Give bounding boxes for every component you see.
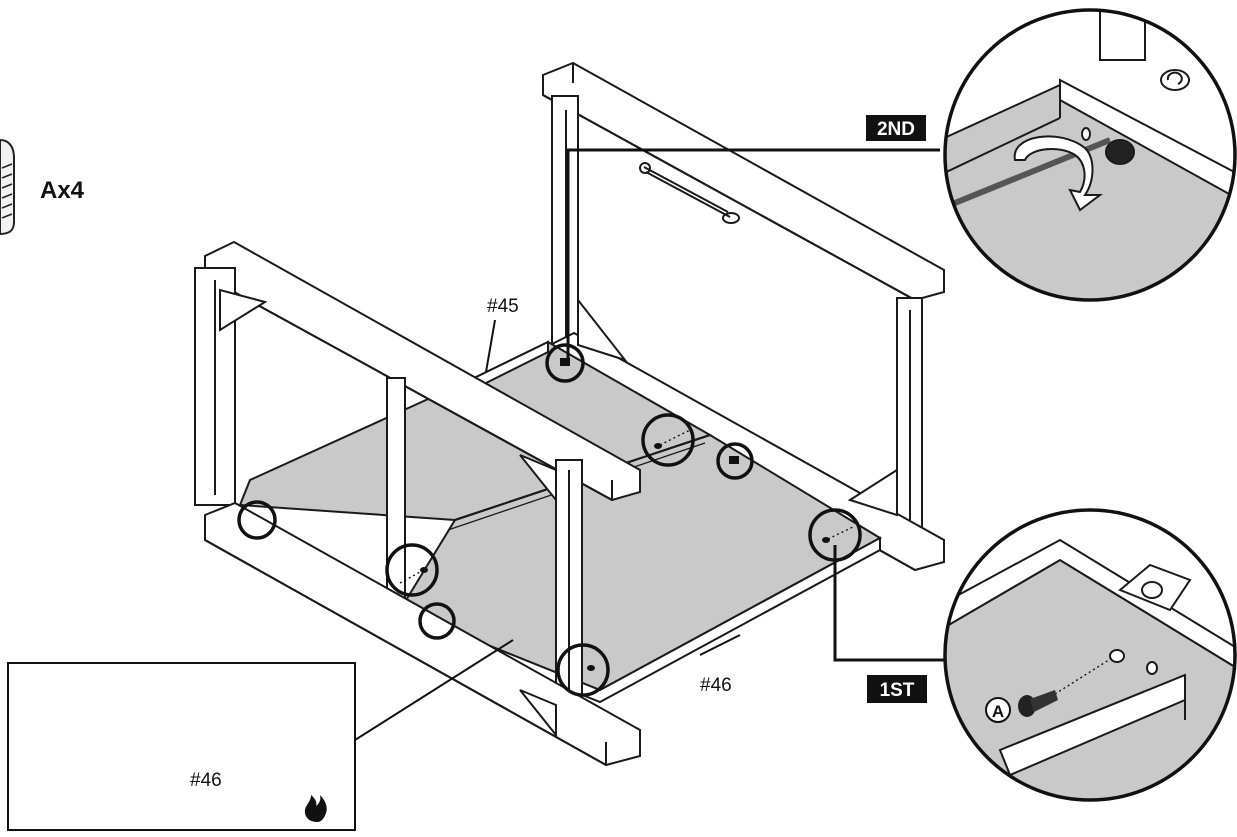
screw-paths (399, 429, 856, 584)
shelf-panels (238, 340, 883, 704)
inset-part-label: #46 (190, 770, 222, 791)
callout-connectors (566, 148, 965, 662)
fastener-marker (641, 413, 695, 467)
svg-text:1ST: 1ST (880, 680, 915, 701)
screw-a-icon (1018, 690, 1058, 717)
flame-icon (304, 795, 327, 822)
fastener-markers (237, 343, 862, 697)
fastener-marker (545, 343, 585, 383)
fastener-marker (418, 602, 456, 640)
svg-text:2ND: 2ND (877, 119, 915, 140)
detail-callout-insert: A (943, 508, 1237, 802)
screw-letter: A (992, 702, 1004, 721)
fastener-marker (716, 442, 754, 480)
fastener-marker (385, 543, 439, 597)
fastener-marker (237, 500, 277, 540)
screw-letter-badge (985, 697, 1011, 723)
screw-icon (0, 138, 15, 236)
part-45-label: #45 (487, 296, 519, 317)
screw-positions (420, 358, 830, 671)
detail-callout-tighten (943, 8, 1237, 302)
part-46-label: #46 (700, 675, 732, 696)
step-1-tag: 1ST (867, 675, 927, 703)
hardware-quantity-label: Ax4 (40, 177, 85, 204)
leader-lines (354, 319, 741, 741)
fastener-marker (556, 643, 610, 697)
inset-box: #46 (7, 662, 356, 831)
tie-rod (639, 162, 740, 224)
step-2-tag: 2ND (866, 115, 926, 141)
